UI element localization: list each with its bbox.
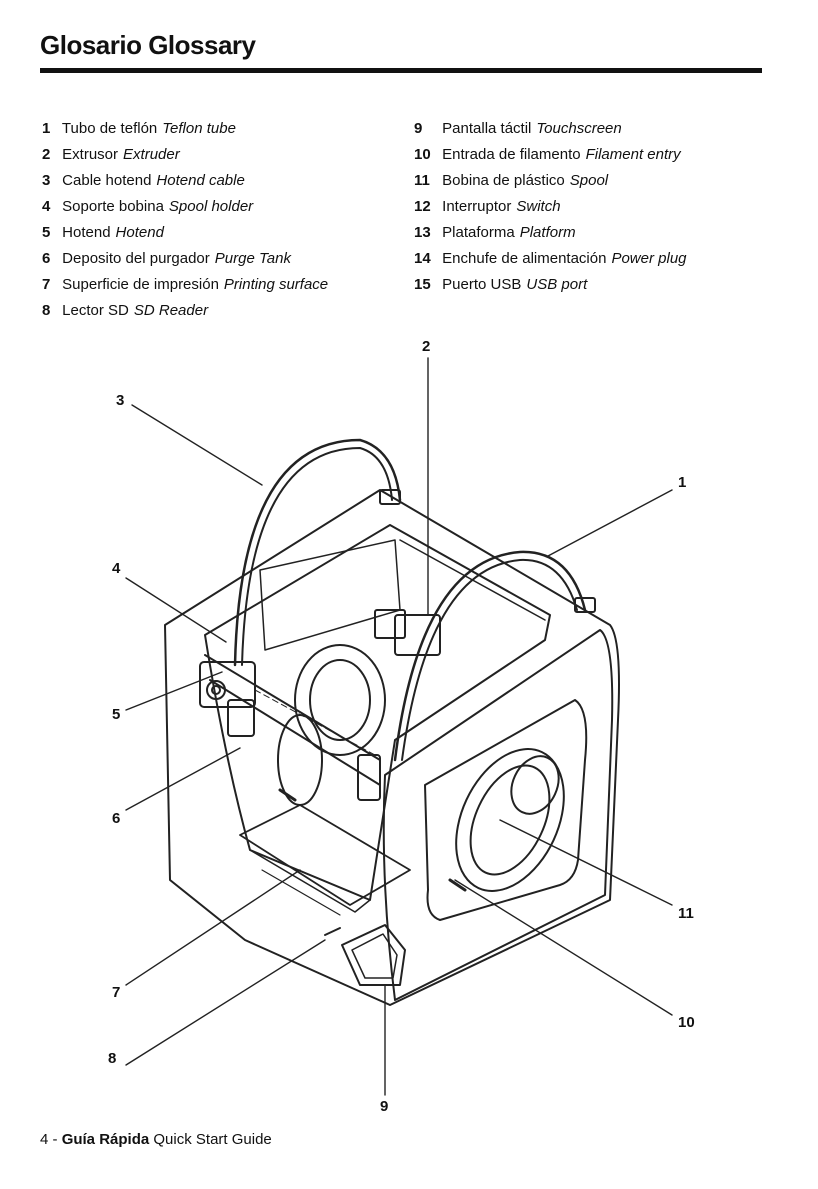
right-side-panel <box>382 629 614 1001</box>
teflon-tube-left <box>233 438 402 667</box>
inner-spool <box>294 644 386 756</box>
printer-drawing <box>125 357 673 1096</box>
page-footer: 4 - Guía Rápida Quick Start Guide <box>40 1131 272 1148</box>
sd-slot <box>324 927 341 936</box>
callout-9: 9 <box>380 1098 389 1115</box>
build-platform <box>239 804 411 906</box>
footer-title-en: Quick Start Guide <box>153 1131 272 1148</box>
printer-body <box>164 489 620 1006</box>
title-rule <box>40 68 762 73</box>
callout-3: 3 <box>116 392 125 409</box>
callout-11: 11 <box>678 905 694 922</box>
front-opening <box>204 524 551 901</box>
callout-10: 10 <box>678 1014 695 1031</box>
side-window <box>424 699 588 921</box>
callout-8: 8 <box>108 1050 117 1067</box>
callout-6: 6 <box>112 810 121 827</box>
callout-5: 5 <box>112 706 121 723</box>
footer-title-es: Guía Rápida <box>61 1131 150 1148</box>
callout-4: 4 <box>112 560 121 577</box>
teflon-tube-right <box>393 550 587 762</box>
printer-illustration: 3 2 1 4 5 6 7 8 9 10 11 <box>0 330 818 1130</box>
callout-1: 1 <box>678 474 687 491</box>
rear-extruder <box>374 609 406 639</box>
touchscreen <box>341 924 406 986</box>
page-number: 4 - <box>40 1131 62 1148</box>
callout-2: 2 <box>422 338 431 355</box>
callout-7: 7 <box>112 984 121 1001</box>
page-title: Glosario Glossary <box>40 30 256 60</box>
outer-spool <box>455 748 565 892</box>
gantry-rail <box>204 654 381 786</box>
